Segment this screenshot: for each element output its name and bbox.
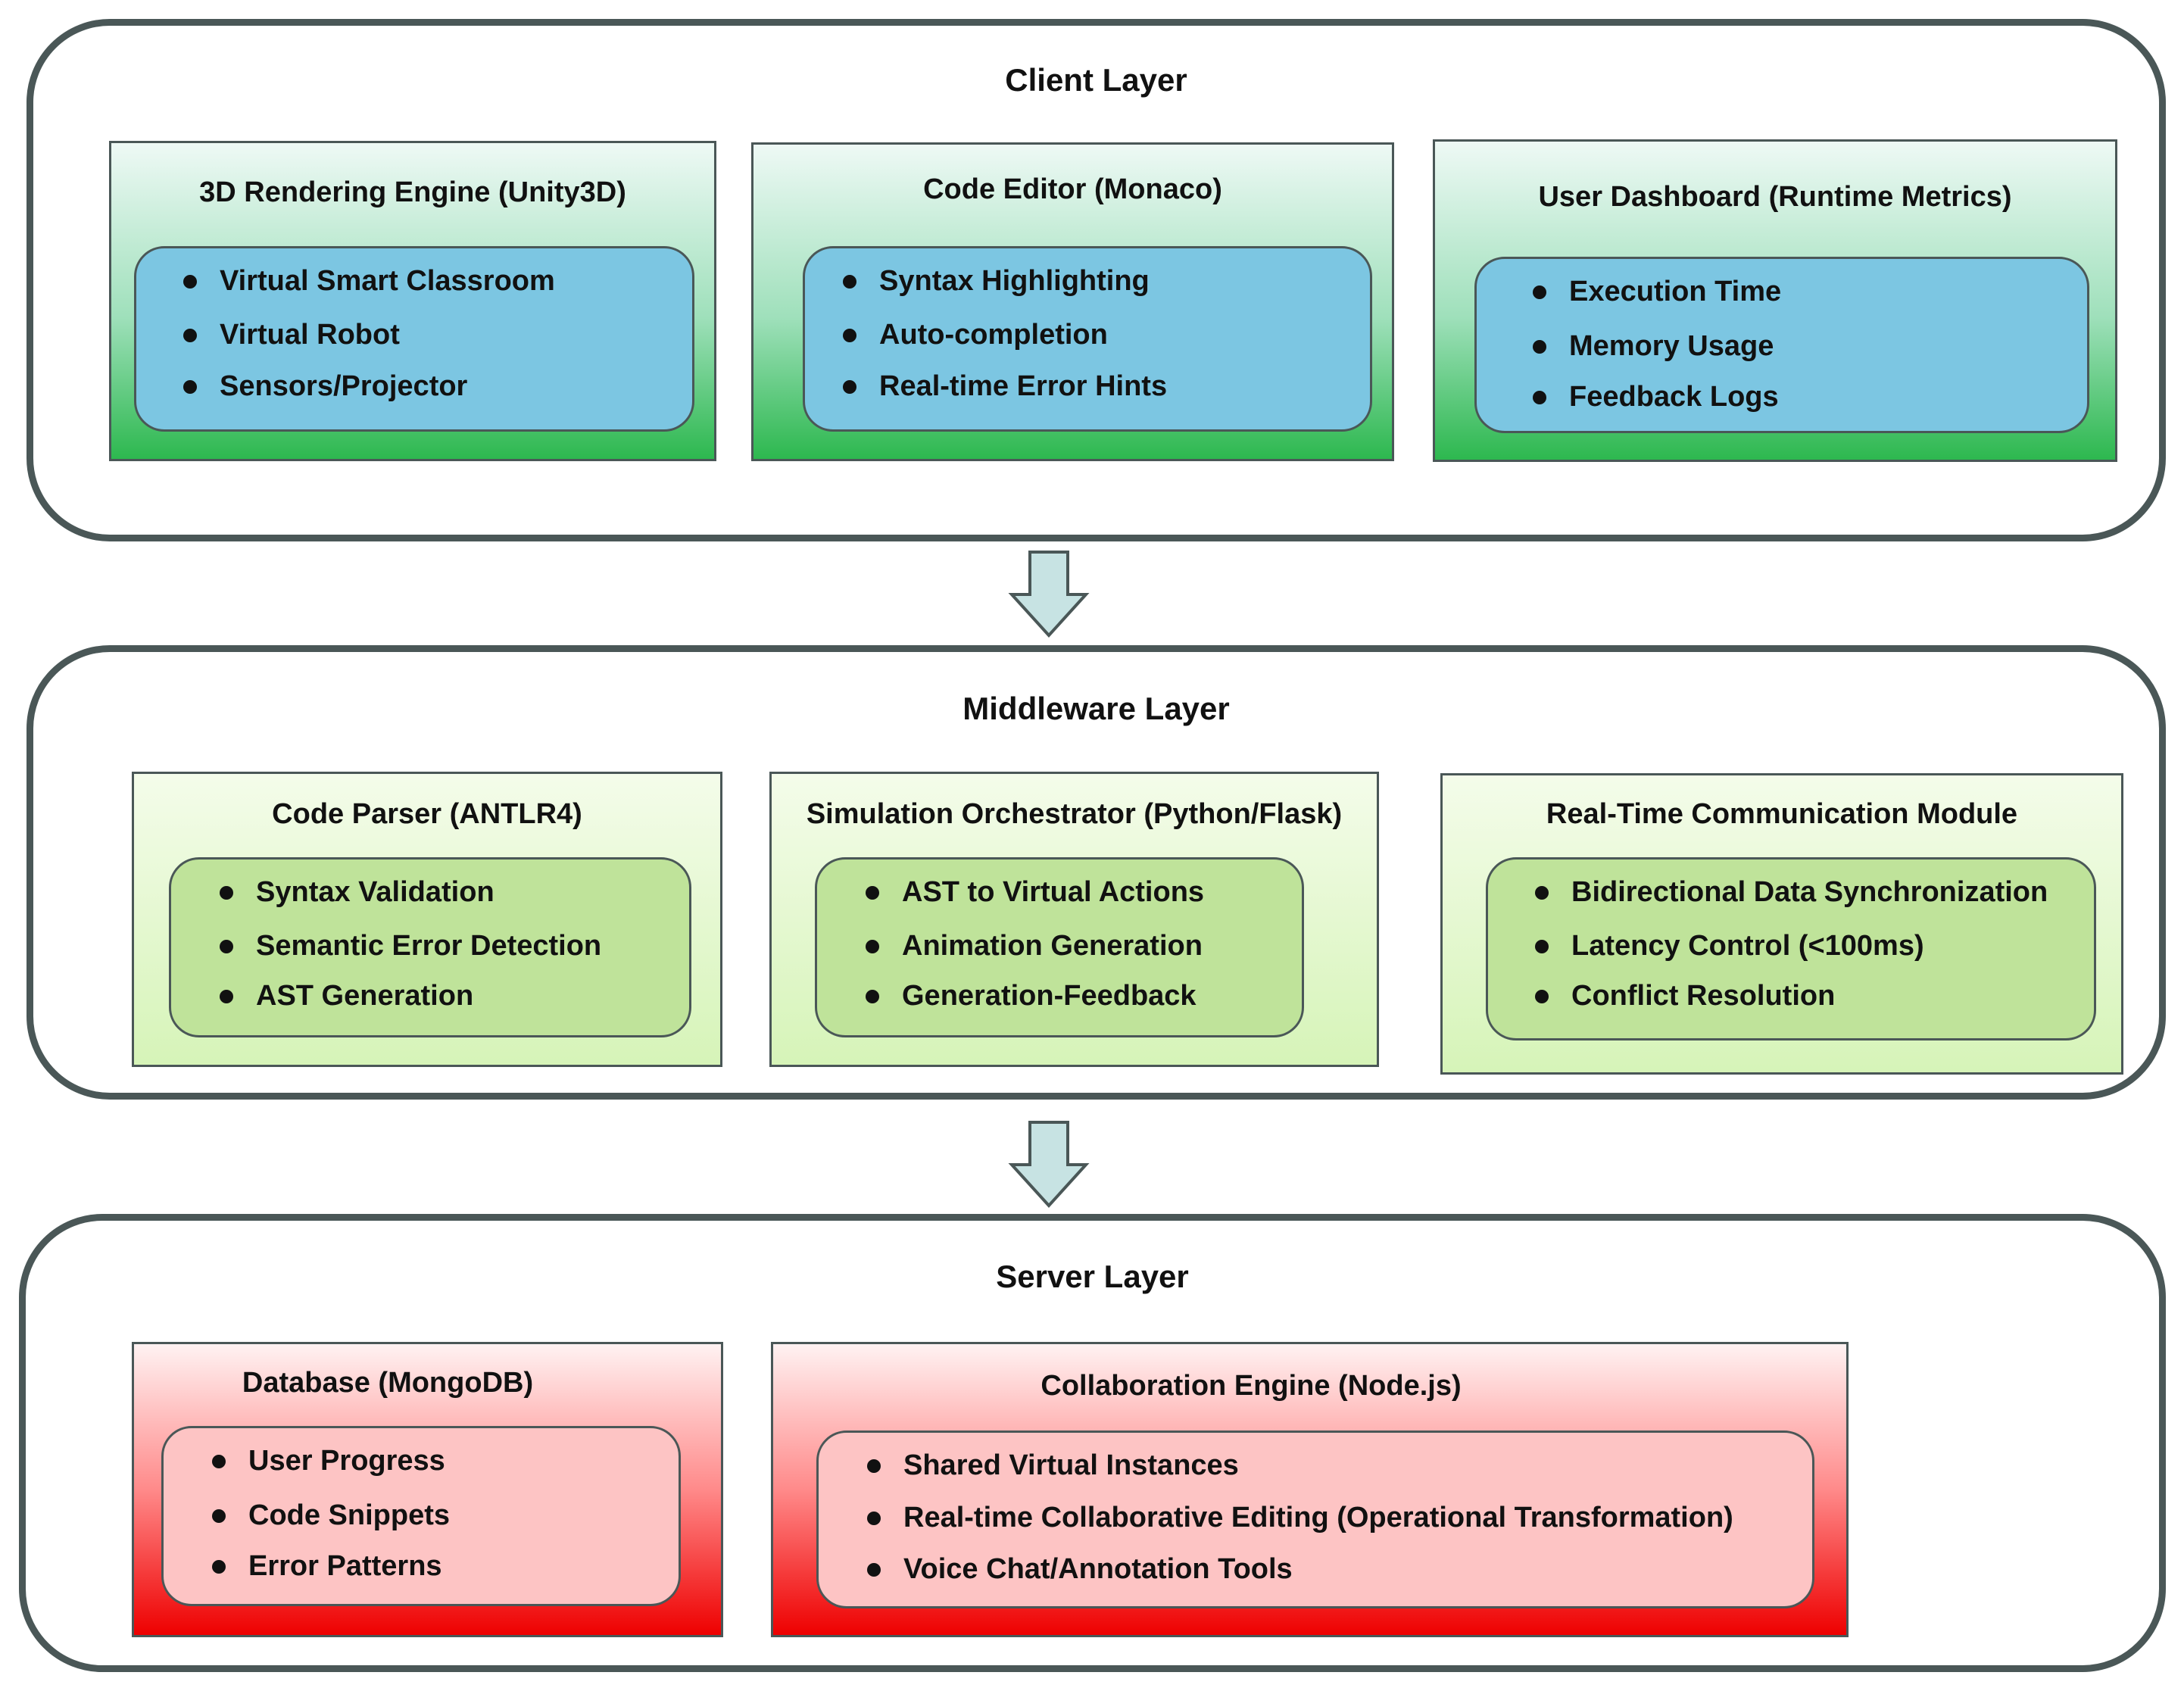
module-title: Simulation Orchestrator (Python/Flask): [806, 798, 1343, 830]
bullet-icon: [183, 275, 197, 289]
list-item: Syntax Validation: [220, 876, 495, 909]
module-simulation-orchestrator: Simulation Orchestrator (Python/Flask) A…: [769, 772, 1379, 1067]
list-item: Shared Virtual Instances: [867, 1449, 1239, 1482]
bullet-icon: [220, 990, 233, 1003]
down-arrow-icon: [1008, 1121, 1090, 1208]
bullet-icon: [220, 940, 233, 953]
list-item: Memory Usage: [1533, 330, 1774, 363]
list-item: Real-time Collaborative Editing (Operati…: [867, 1502, 1733, 1534]
list-item: Sensors/Projector: [183, 370, 467, 403]
module-title: 3D Rendering Engine (Unity3D): [199, 176, 626, 208]
module-real-time-communication: Real-Time Communication Module Bidirecti…: [1440, 773, 2123, 1075]
module-title: Code Editor (Monaco): [923, 173, 1222, 205]
module-title: Code Parser (ANTLR4): [272, 798, 582, 830]
module-items-panel: Execution Time Memory Usage Feedback Log…: [1474, 257, 2089, 433]
module-user-dashboard: User Dashboard (Runtime Metrics) Executi…: [1433, 139, 2117, 462]
module-items-panel: Syntax Validation Semantic Error Detecti…: [169, 857, 691, 1037]
bullet-icon: [843, 329, 856, 342]
list-item: Feedback Logs: [1533, 381, 1779, 413]
bullet-icon: [1533, 391, 1546, 404]
client-layer-title: Client Layer: [1005, 62, 1187, 98]
bullet-icon: [1533, 340, 1546, 354]
server-layer: Server Layer Database (MongoDB) User Pro…: [19, 1214, 2166, 1672]
bullet-icon: [866, 886, 879, 900]
list-item: AST Generation: [220, 980, 473, 1012]
bullet-icon: [843, 380, 856, 394]
client-layer: Client Layer 3D Rendering Engine (Unity3…: [27, 19, 2166, 541]
module-code-editor: Code Editor (Monaco) Syntax Highlighting…: [751, 142, 1394, 461]
list-item: Voice Chat/Annotation Tools: [867, 1553, 1293, 1586]
bullet-icon: [1533, 285, 1546, 299]
module-code-parser: Code Parser (ANTLR4) Syntax Validation S…: [132, 772, 722, 1067]
module-database: Database (MongoDB) User Progress Code Sn…: [132, 1342, 723, 1637]
module-items-panel: Virtual Smart Classroom Virtual Robot Se…: [134, 246, 694, 432]
bullet-icon: [1535, 990, 1549, 1003]
middleware-layer: Middleware Layer Code Parser (ANTLR4) Sy…: [27, 645, 2166, 1100]
module-title: Collaboration Engine (Node.js): [1041, 1370, 1462, 1402]
module-3d-rendering-engine: 3D Rendering Engine (Unity3D) Virtual Sm…: [109, 141, 716, 461]
module-items-panel: Bidirectional Data Synchronization Laten…: [1486, 857, 2096, 1040]
list-item: Virtual Smart Classroom: [183, 265, 555, 298]
module-title: Database (MongoDB): [242, 1367, 534, 1399]
module-items-panel: Shared Virtual Instances Real-time Colla…: [816, 1430, 1814, 1608]
bullet-icon: [212, 1560, 226, 1574]
list-item: AST to Virtual Actions: [866, 876, 1204, 909]
list-item: Code Snippets: [212, 1499, 450, 1532]
bullet-icon: [866, 990, 879, 1003]
list-item: Error Patterns: [212, 1550, 442, 1583]
list-item: Conflict Resolution: [1535, 980, 1835, 1012]
bullet-icon: [212, 1455, 226, 1468]
down-arrow-icon: [1008, 551, 1090, 638]
module-collaboration-engine: Collaboration Engine (Node.js) Shared Vi…: [771, 1342, 1849, 1637]
list-item: Syntax Highlighting: [843, 265, 1150, 298]
list-item: Animation Generation: [866, 930, 1203, 962]
bullet-icon: [1535, 886, 1549, 900]
server-layer-title: Server Layer: [996, 1259, 1189, 1294]
bullet-icon: [867, 1563, 881, 1577]
module-title: Real-Time Communication Module: [1546, 798, 2018, 830]
bullet-icon: [220, 886, 233, 900]
list-item: Virtual Robot: [183, 319, 400, 351]
list-item: Auto-completion: [843, 319, 1108, 351]
list-item: Generation-Feedback: [866, 980, 1197, 1012]
module-items-panel: AST to Virtual Actions Animation Generat…: [815, 857, 1304, 1037]
list-item: Bidirectional Data Synchronization: [1535, 876, 2048, 909]
bullet-icon: [1535, 940, 1549, 953]
bullet-icon: [183, 380, 197, 394]
list-item: User Progress: [212, 1445, 445, 1477]
module-title: User Dashboard (Runtime Metrics): [1538, 181, 2012, 213]
middleware-layer-title: Middleware Layer: [963, 691, 1230, 726]
module-items-panel: Syntax Highlighting Auto-completion Real…: [803, 246, 1372, 432]
bullet-icon: [866, 940, 879, 953]
list-item: Semantic Error Detection: [220, 930, 601, 962]
bullet-icon: [843, 275, 856, 289]
bullet-icon: [212, 1509, 226, 1523]
list-item: Real-time Error Hints: [843, 370, 1167, 403]
list-item: Latency Control (<100ms): [1535, 930, 1924, 962]
bullet-icon: [867, 1512, 881, 1525]
bullet-icon: [183, 329, 197, 342]
bullet-icon: [867, 1459, 881, 1473]
list-item: Execution Time: [1533, 276, 1781, 308]
module-items-panel: User Progress Code Snippets Error Patter…: [161, 1426, 681, 1606]
